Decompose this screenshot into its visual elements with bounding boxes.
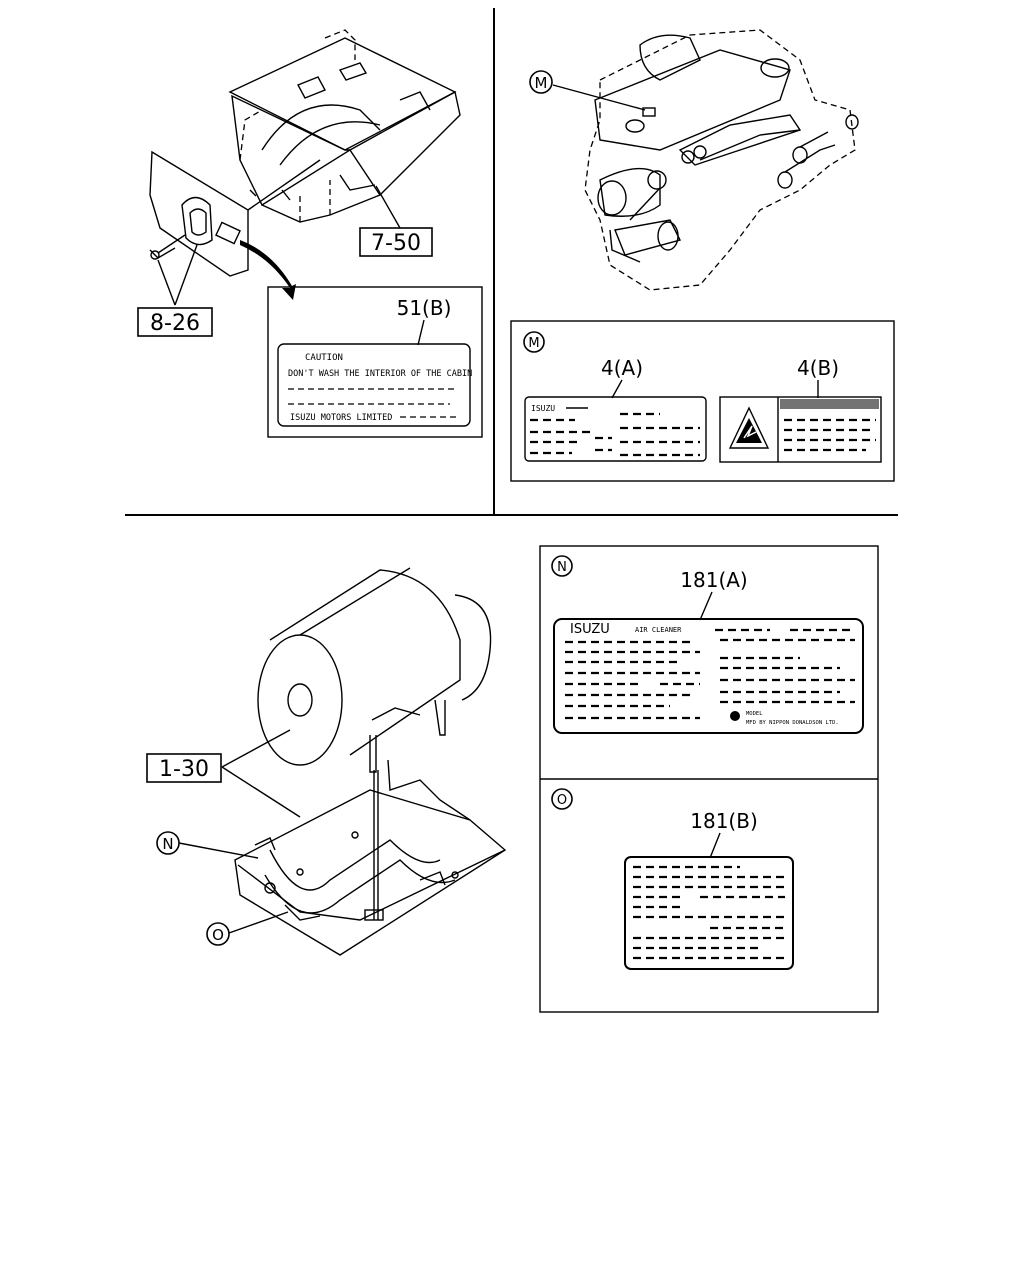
label-181a-brand: ISUZU bbox=[570, 622, 610, 637]
label-181a-subtitle: AIR CLEANER bbox=[635, 626, 682, 634]
marker-n-panel: N bbox=[557, 560, 567, 575]
label-panel-m bbox=[510, 320, 895, 482]
label-51b-line3: ISUZU MOTORS LIMITED bbox=[290, 413, 392, 423]
leader-8-26-a bbox=[157, 259, 176, 306]
marker-o-circle bbox=[206, 922, 230, 946]
marker-o: O bbox=[212, 926, 224, 944]
marker-m-panel-circle bbox=[523, 331, 545, 353]
label-181a-maker: MFD BY NIPPON DONALDSON LTD. bbox=[746, 720, 839, 726]
marker-o-panel-circle bbox=[551, 788, 573, 810]
leader-7-50 bbox=[375, 185, 401, 229]
label-181b-sticker bbox=[624, 856, 794, 970]
label-51b-line1: CAUTION bbox=[305, 353, 343, 363]
marker-m-panel: M bbox=[528, 336, 539, 351]
leader-1-30-b bbox=[221, 766, 301, 818]
label-181a-part-no: 181(A) bbox=[680, 568, 747, 592]
warning-triangle-icon bbox=[728, 406, 770, 449]
leader-m bbox=[552, 84, 646, 111]
callout-box-8-26 bbox=[137, 307, 213, 337]
label-181b-part-no: 181(B) bbox=[690, 809, 758, 833]
marker-o-panel: O bbox=[557, 793, 567, 808]
air-cleaner-logo-icon bbox=[730, 711, 740, 721]
callout-8-26: 8-26 bbox=[150, 311, 200, 336]
engine-drawing bbox=[584, 29, 859, 291]
label-51b-part-no: 51(B) bbox=[397, 296, 452, 320]
label-51b-frame bbox=[267, 286, 483, 438]
label-4b-part-no: 4(B) bbox=[797, 356, 839, 380]
leader-o bbox=[228, 911, 289, 934]
marker-m: M bbox=[535, 74, 548, 92]
label-4b-sticker bbox=[719, 396, 882, 463]
marker-n-panel-circle bbox=[551, 555, 573, 577]
label-4b-hatched-header bbox=[780, 399, 879, 409]
label-4a-part-no: 4(A) bbox=[601, 356, 643, 380]
marker-n-circle bbox=[156, 831, 180, 855]
callout-1-30: 1-30 bbox=[159, 757, 209, 782]
cabin-frame-drawing bbox=[228, 29, 461, 223]
leader-8-26-b bbox=[174, 244, 198, 306]
callout-box-7-50 bbox=[359, 227, 433, 257]
callout-box-1-30 bbox=[146, 753, 222, 783]
air-cleaner-drawing bbox=[257, 567, 492, 920]
marker-n: N bbox=[162, 835, 173, 853]
callout-7-50: 7-50 bbox=[371, 231, 421, 256]
leader-n bbox=[178, 842, 259, 859]
bracket-drawing bbox=[234, 759, 507, 956]
label-181a-model: MODEL bbox=[746, 711, 763, 717]
label-51b-sticker bbox=[277, 343, 471, 427]
marker-m-circle bbox=[529, 70, 553, 94]
engine-label-spot bbox=[642, 107, 656, 117]
label-4a-sticker bbox=[524, 396, 707, 462]
leader-1-30-a bbox=[221, 729, 291, 768]
label-4a-brand: ISUZU bbox=[531, 404, 555, 413]
label-51b-line2: DON'T WASH THE INTERIOR OF THE CABIN bbox=[288, 369, 472, 379]
label-181a-sticker bbox=[553, 618, 864, 734]
pointer-arrow-icon bbox=[240, 240, 296, 300]
rear-panel-drawing bbox=[149, 150, 321, 277]
